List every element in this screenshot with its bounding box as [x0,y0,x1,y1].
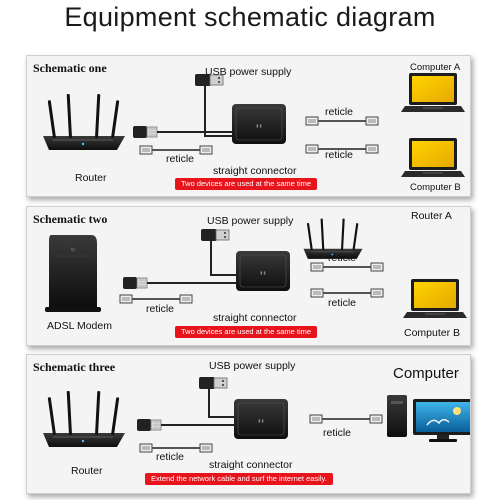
laptop-icon [403,279,467,318]
schematic-three-panel: Schematic three USB power supply reticle… [26,354,471,494]
usb-plug-icon [200,228,230,242]
source-device-label: Router [75,172,107,184]
usb-power-label: USB power supply [205,66,292,78]
schematic-two-graphic [45,218,467,318]
reticle-cable-icon [119,294,193,304]
device-b-label: Computer B [404,327,461,339]
laptop-icon [401,138,465,177]
router-icon [43,93,125,150]
source-device-label: Router [71,465,103,477]
connector-label: straight connector [213,312,297,324]
rj45-plug-icon [132,125,158,139]
panel-title: Schematic two [33,212,108,226]
reticle-cable-icon [309,414,383,424]
reticle-label: reticle [328,297,357,309]
schematic-two-panel: Schematic two USB power supply reticle r… [26,206,471,346]
laptop-icon [401,73,465,112]
usb-power-label: USB power supply [209,360,296,372]
device-a-label: Router A [411,210,452,222]
router-icon [43,390,125,447]
usb-power-label: USB power supply [207,215,294,227]
reticle-label: reticle [325,106,354,118]
splitter-icon [235,250,291,292]
info-banner: Two devices are used at the same time [175,178,318,190]
panel-title: Schematic three [33,360,116,374]
reticle-cable-icon [310,262,384,272]
connector-label: straight connector [209,459,293,471]
splitter-icon [231,103,287,145]
info-banner: Extend the network cable and surf the in… [145,473,333,485]
info-banner: Two devices are used at the same time [175,326,318,338]
reticle-label: reticle [166,153,195,165]
diagram-title: Equipment schematic diagram [64,2,436,32]
device-b-label: Computer B [410,182,461,193]
panel-title: Schematic one [33,61,107,75]
rj45-plug-icon [136,418,162,432]
reticle-label: reticle [325,149,354,161]
reticle-label: reticle [156,451,185,463]
device-a-label: Computer A [410,62,461,73]
device-a-label: Computer [393,365,459,382]
reticle-label: reticle [146,303,175,315]
reticle-label: reticle [323,427,352,439]
schematic-one-graphic [43,73,465,177]
reticle-cable-icon [305,116,379,126]
splitter-icon [233,398,289,440]
schematic-three-graphic [43,376,470,453]
modem-icon [45,235,101,312]
reticle-label: reticle [328,252,357,264]
source-device-label: ADSL Modem [47,320,112,332]
schematic-one-panel: Schematic one USB power supply reticle r… [26,55,471,197]
connector-label: straight connector [213,165,297,177]
reticle-cable-icon [310,288,384,298]
desktop-computer-icon [386,394,470,443]
rj45-plug-icon [122,276,148,290]
usb-plug-icon [198,376,228,390]
